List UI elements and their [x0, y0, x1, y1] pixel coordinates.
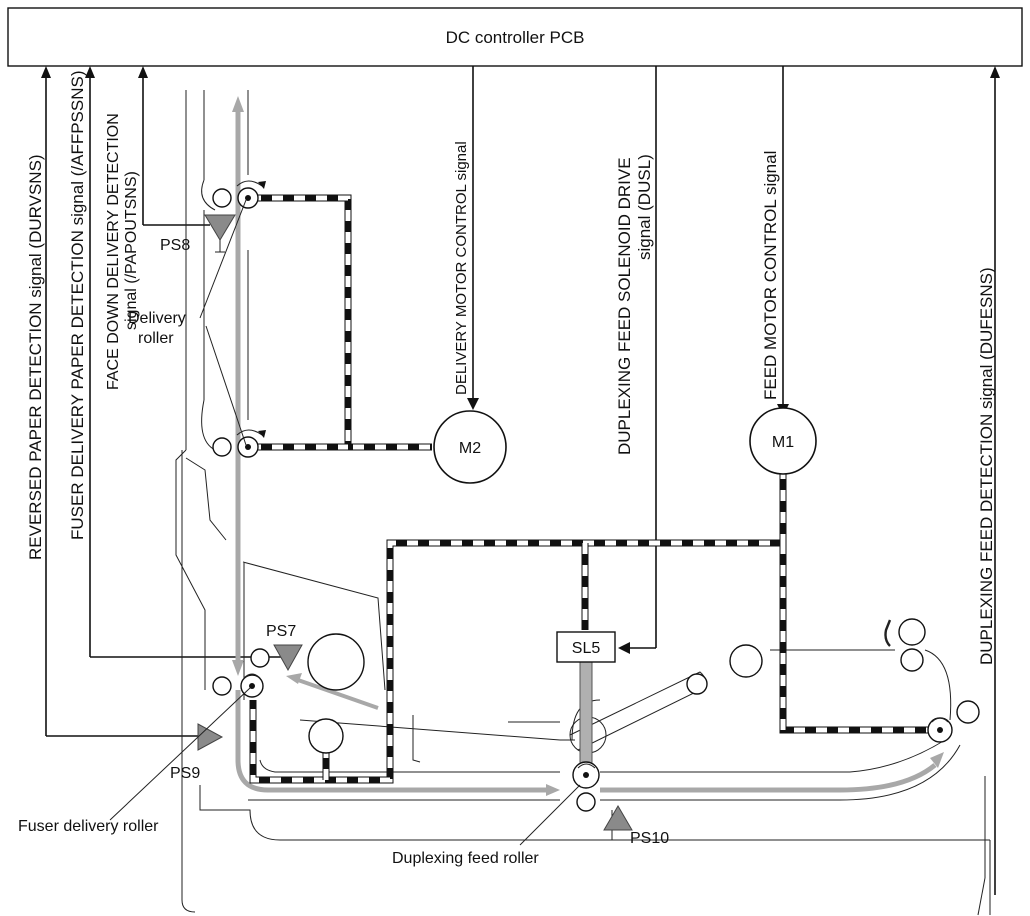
duplexing-feed-roller-label: Duplexing feed roller: [392, 850, 539, 867]
delivery-roller-label-1: Delivery: [128, 310, 186, 327]
dusl-label-1: DUPLEXING FEED SOLENOID DRIVE: [615, 157, 634, 455]
dufesns-label: DUPLEXING FEED DETECTION signal (DUFESNS…: [977, 267, 996, 665]
ps9-label: PS9: [170, 765, 200, 782]
ps8-label: PS8: [160, 237, 190, 254]
ps8-sensor-icon: [204, 214, 236, 241]
ps10-label: PS10: [630, 830, 669, 847]
delivery-roller-bottom: [212, 429, 266, 458]
fuser-delivery-roller-label: Fuser delivery roller: [18, 818, 159, 835]
drive-lines: [249, 194, 940, 784]
delivery-motor-signal-label: DELIVERY MOTOR CONTROL signal: [453, 141, 470, 395]
dc-controller-box: [7, 7, 1023, 67]
duplexing-feed-roller: [572, 761, 600, 812]
delivery-roller-top: [212, 180, 266, 209]
feed-rollers-right: [729, 618, 980, 743]
m2-label: M2: [459, 440, 481, 457]
dusl-label-2: signal (DUSL): [635, 154, 654, 260]
papoutsns-label-1: FACE DOWN DELIVERY DETECTION: [105, 113, 122, 390]
fuser-rollers: [212, 633, 365, 754]
printer-frame: [175, 90, 991, 916]
durvsns-label: REVERSED PAPER DETECTION signal (DURVSNS…: [26, 154, 45, 560]
feed-motor-signal-label: FEED MOTOR CONTROL signal: [761, 151, 780, 400]
papoutsns-label-2: signal (/PAPOUTSNS): [123, 171, 140, 330]
m2-motor: [433, 410, 507, 484]
sl5-solenoid: [556, 631, 616, 663]
ps10-sensor-icon: [603, 805, 633, 831]
m1-motor: [749, 407, 817, 475]
delivery-roller-label-2: roller: [138, 330, 174, 347]
sl5-plunger: [579, 659, 593, 771]
dc-controller-label: DC controller PCB: [446, 28, 585, 47]
sl5-label: SL5: [572, 640, 601, 657]
ps7-label: PS7: [266, 623, 296, 640]
m1-label: M1: [772, 434, 794, 451]
ps7-sensor-icon: [273, 644, 303, 672]
ps9-sensor-icon: [197, 723, 224, 751]
affpssns-label: FUSER DELIVERY PAPER DETECTION signal (/…: [68, 70, 87, 540]
